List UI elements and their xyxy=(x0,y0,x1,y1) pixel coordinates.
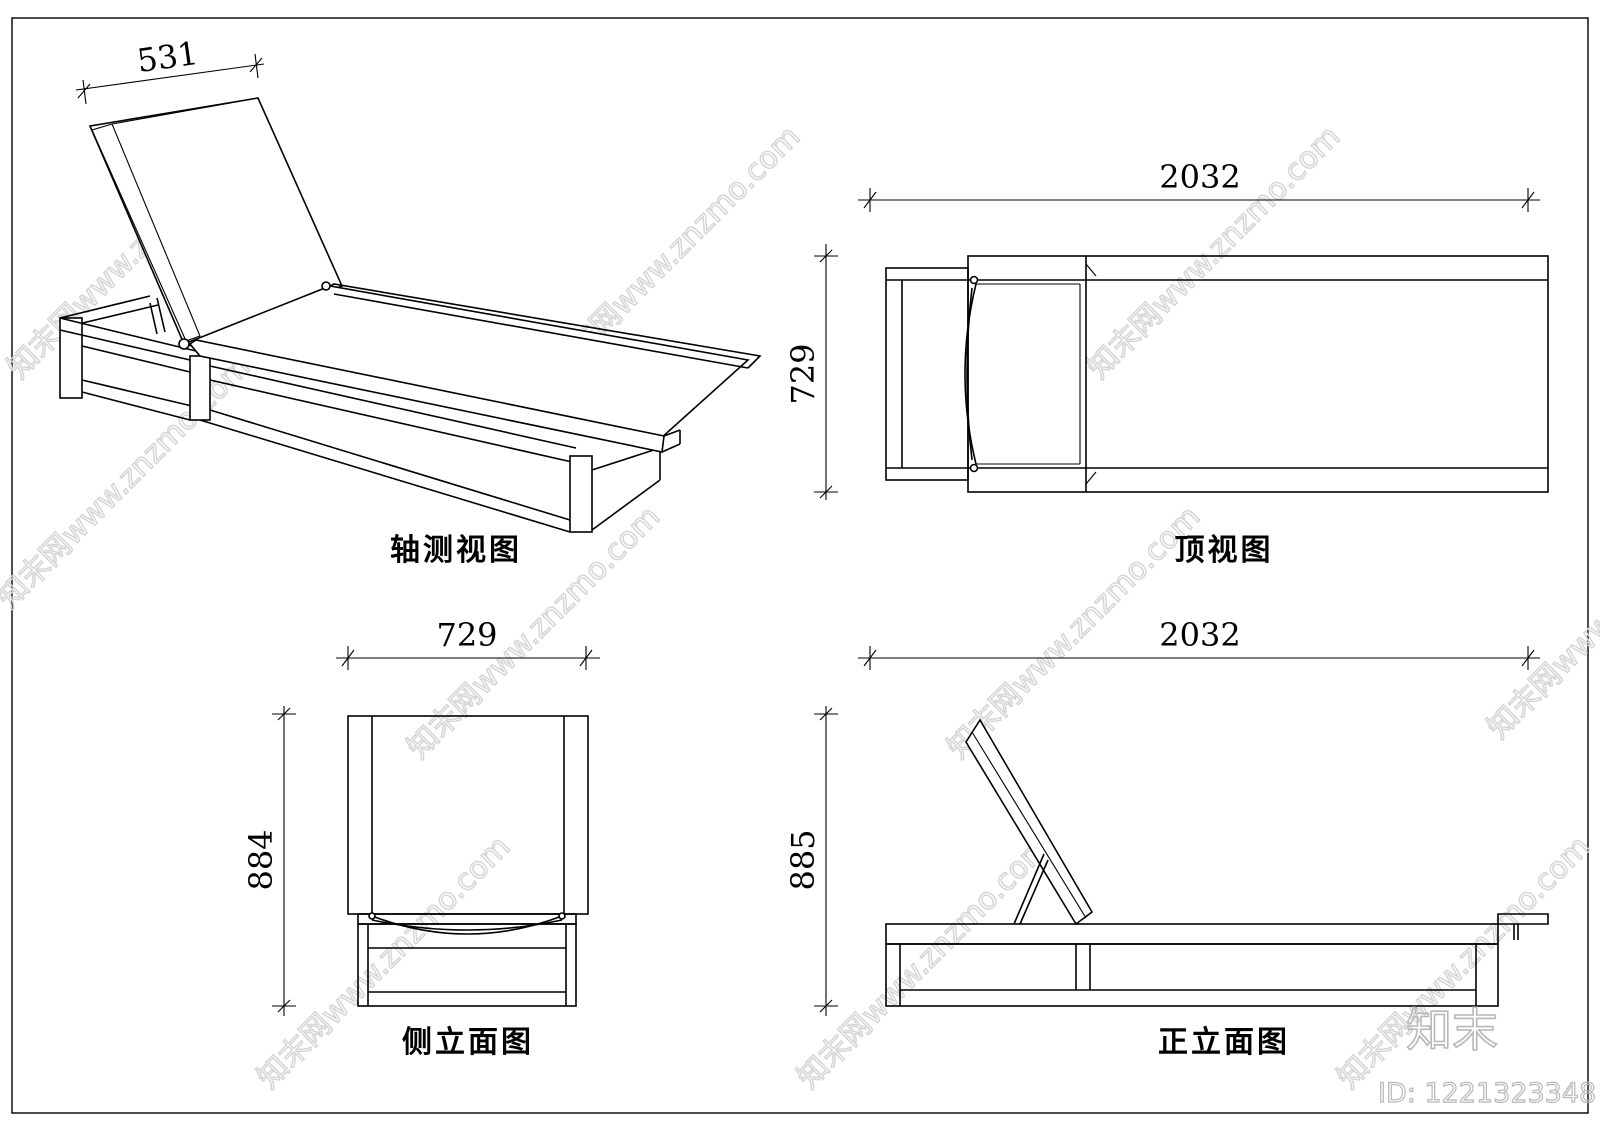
dim-label: 884 xyxy=(242,829,280,890)
dim-front-height: 885 xyxy=(784,706,838,1016)
dim-label: 2032 xyxy=(1159,616,1240,654)
rear-leg xyxy=(569,455,593,533)
dim-side-width: 729 xyxy=(336,616,600,670)
dim-label: 531 xyxy=(135,34,201,80)
dim-label: 729 xyxy=(436,616,497,654)
image-id-label: ID: 1221323348 xyxy=(1378,1078,1596,1109)
front-view: 2032 885 正立面图 xyxy=(784,616,1549,1060)
watermark-text: 知末网www.znzmo.com xyxy=(791,829,1057,1095)
brand-logo-text: 知末 xyxy=(1406,1003,1498,1057)
front-base-frame xyxy=(885,943,1499,1007)
top-view: 2032 729 顶视图 xyxy=(784,158,1549,568)
dim-top-width: 729 xyxy=(784,244,838,500)
side-view: 729 884 侧立面图 xyxy=(242,616,600,1060)
caption-side: 侧立面图 xyxy=(402,1025,534,1060)
axonometric-view: 531 xyxy=(59,34,762,568)
front-leg xyxy=(189,355,211,421)
dim-axo-width: 531 xyxy=(75,34,265,105)
backrest-outline xyxy=(885,267,969,481)
dim-top-length: 2032 xyxy=(858,158,1540,212)
sheet-border xyxy=(11,17,1589,1114)
base-frame xyxy=(357,923,577,1007)
dim-label: 885 xyxy=(784,829,822,890)
watermark-text: 知末网www.znzmo.com xyxy=(0,349,257,615)
caption-front: 正立面图 xyxy=(1158,1025,1290,1060)
watermark-text: 知末网www.znzmo.com xyxy=(1481,479,1600,745)
dim-label: 729 xyxy=(784,343,822,404)
dim-label: 2032 xyxy=(1159,158,1240,196)
dim-side-height: 884 xyxy=(242,706,296,1016)
dim-front-length: 2032 xyxy=(858,616,1540,670)
caption-top: 顶视图 xyxy=(1175,533,1274,568)
caption-axonometric: 轴测视图 xyxy=(390,533,522,568)
frame-outline xyxy=(967,255,1549,493)
